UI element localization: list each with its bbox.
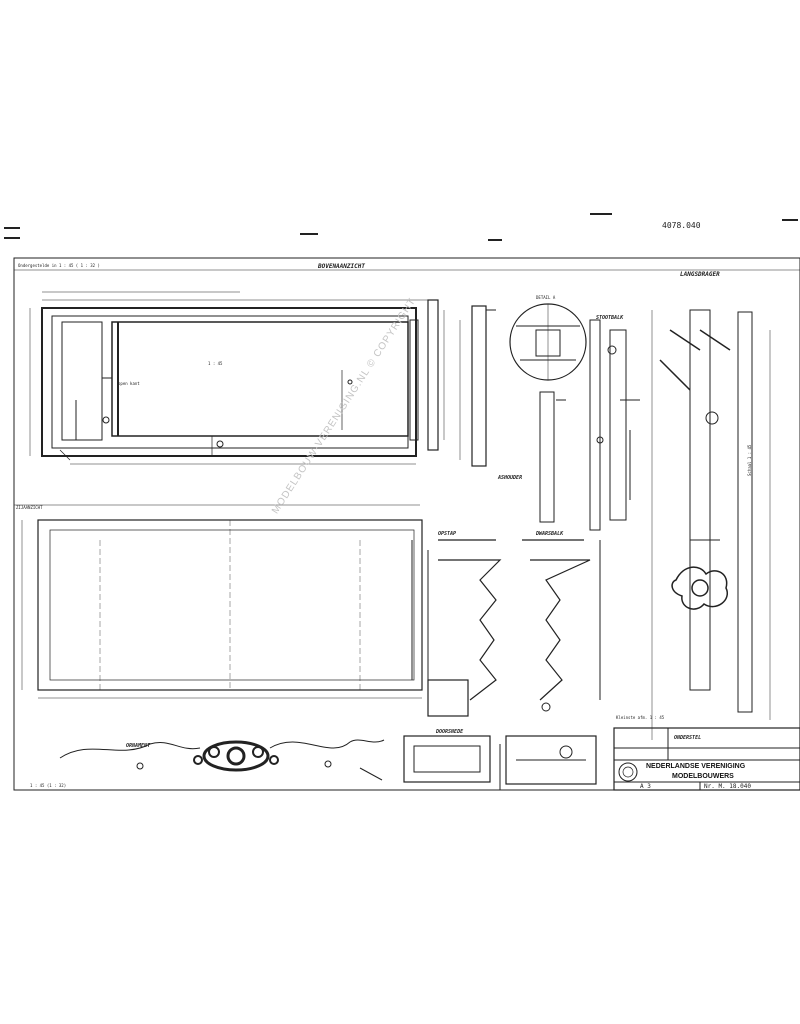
drawing-number: 4078.040	[662, 221, 701, 230]
side-view-frame	[14, 504, 423, 699]
title-block-format: A 3	[640, 783, 651, 790]
title-block-lines	[613, 727, 800, 791]
note-right: Kleinste afm. 1 : 45	[616, 715, 665, 720]
drawing-frame	[13, 257, 800, 791]
title-block-project: ONDERSTEL	[674, 735, 702, 741]
side-note: Schaal 1 : 45	[747, 444, 752, 476]
section-a-a	[427, 299, 496, 467]
opstap-title: OPSTAP	[438, 531, 457, 537]
scale-note: 1 : 45	[208, 361, 223, 366]
title-block-number: Nr. M. 18.040	[704, 783, 751, 790]
title-block-org-line2: MODELBOUWERS	[672, 773, 734, 780]
side-view-title: ZIJAANZICHT	[16, 505, 43, 510]
top-view-frame	[29, 291, 430, 465]
header-note: Ondergestelde in 1 : 45 ( 1 : 32 )	[18, 263, 100, 268]
ornament-drawing	[59, 739, 385, 781]
dwarsbalk-title: DWARSBALK	[536, 531, 564, 537]
ornament-title: ORNAMENT	[126, 743, 151, 749]
title-block-org-line1: NEDERLANDSE VERENIGING	[646, 763, 746, 770]
detail-a-title: DETAIL A	[536, 295, 556, 300]
bracket-profiles	[427, 539, 601, 717]
langsdrager-assembly	[651, 309, 771, 740]
bottom-details	[403, 735, 597, 790]
edge-marks	[4, 213, 798, 241]
stootbalk-detail	[539, 319, 640, 531]
top-view-title: BOVENAANZICHT	[318, 263, 365, 270]
stootbalk-title: STOOTBALK	[596, 315, 624, 321]
detail-a-circle	[509, 303, 587, 381]
open-note: open kant	[118, 381, 140, 386]
ashouder-title: ASHOUDER	[498, 475, 523, 481]
langsdrager-title: LANGSDRAGER	[680, 271, 720, 278]
bottom-left-note: 1 : 45 (1 : 32)	[30, 783, 67, 788]
doorsnede-title: DOORSNEDE	[436, 729, 464, 735]
